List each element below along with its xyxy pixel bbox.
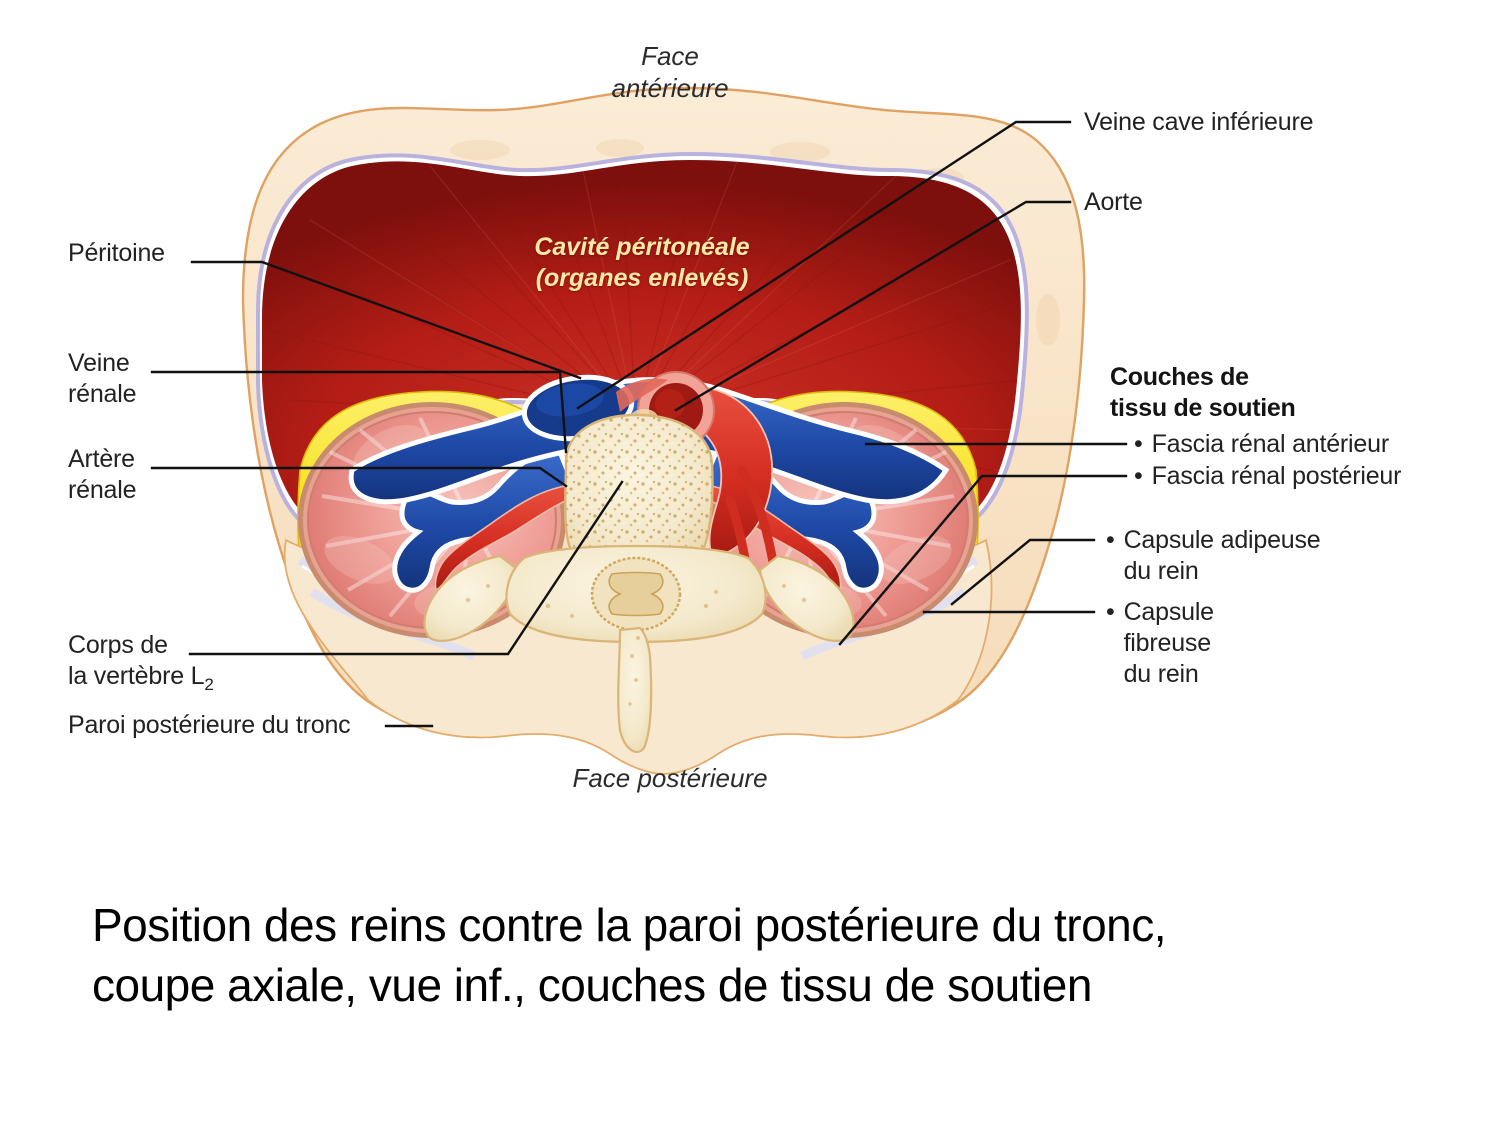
anatomy-figure <box>150 86 1128 775</box>
bullet-label: Fascia rénal antérieur <box>1151 430 1390 458</box>
orientation-posterior: Face postérieure <box>572 763 768 793</box>
orientation-anterior: Face antérieure <box>611 41 729 103</box>
transverse-process-right <box>758 554 855 642</box>
leader-fascia-posterieur <box>838 474 1128 646</box>
accessory-vessels <box>616 378 668 412</box>
bullet-fascia-renal-anterieur: • Fascia rénal antérieur <box>1134 429 1389 460</box>
spinous-process <box>617 626 653 754</box>
bullet-label: Capsule fibreuse du rein <box>1123 598 1215 688</box>
bullet-dot: • <box>1106 598 1115 626</box>
label-peritoine: Péritoine <box>68 239 165 267</box>
support-layers-heading: Couches de tissu de soutien <box>1110 363 1296 422</box>
leader-corps-vertebre <box>188 480 624 656</box>
spinous-trabeculae <box>465 584 807 706</box>
label-veine-renale: Veine rénale <box>68 349 137 408</box>
bullet-label: Fascia rénal postérieur <box>1151 462 1402 490</box>
label-artere-renale: Artère rénale <box>68 445 137 504</box>
label-corps-vertebre-text: Corps de la vertèbre L <box>68 631 205 690</box>
renal-artery-left-branch <box>434 485 574 592</box>
bullet-dot: • <box>1106 526 1115 554</box>
leader-peritoine <box>190 260 582 380</box>
bullet-capsule-adipeuse-du-rein: • Capsule adipeuse du rein <box>1106 525 1321 587</box>
label-corps-vertebre: Corps de la vertèbre L2 <box>68 630 214 700</box>
bullet-capsule-fibreuse-du-rein: • Capsule fibreuse du rein <box>1106 597 1214 690</box>
trabecular-bone <box>565 415 713 564</box>
bullet-dot: • <box>1134 430 1143 458</box>
vertebra-level-subscript: 2 <box>204 675 214 694</box>
leader-aorte <box>674 200 1072 412</box>
figure-caption: Position des reins contre la paroi posté… <box>92 899 1167 1011</box>
bullet-fascia-renal-posterieur: • Fascia rénal postérieur <box>1134 461 1401 492</box>
bullet-label: Capsule adipeuse du rein <box>1123 526 1321 585</box>
vertebra-l2 <box>423 413 855 754</box>
ivc-lumen-highlight <box>536 383 604 417</box>
spinal-cord <box>608 571 664 617</box>
label-paroi-posterieure: Paroi postérieure du tronc <box>68 711 351 739</box>
label-aorte: Aorte <box>1084 188 1143 216</box>
label-veine-cave-inferieure: Veine cave inférieure <box>1084 108 1314 136</box>
leader-capsule-adipeuse <box>950 538 1096 606</box>
leader-artere-renale <box>150 466 568 488</box>
cavity-label: Cavité péritonéale (organes enlevés) <box>534 233 750 292</box>
leader-veine-cave <box>576 120 1072 410</box>
leader-veine-renale <box>150 370 568 454</box>
bullet-dot: • <box>1134 462 1143 490</box>
leader-lines <box>150 120 1128 728</box>
transverse-process-left <box>423 554 520 642</box>
